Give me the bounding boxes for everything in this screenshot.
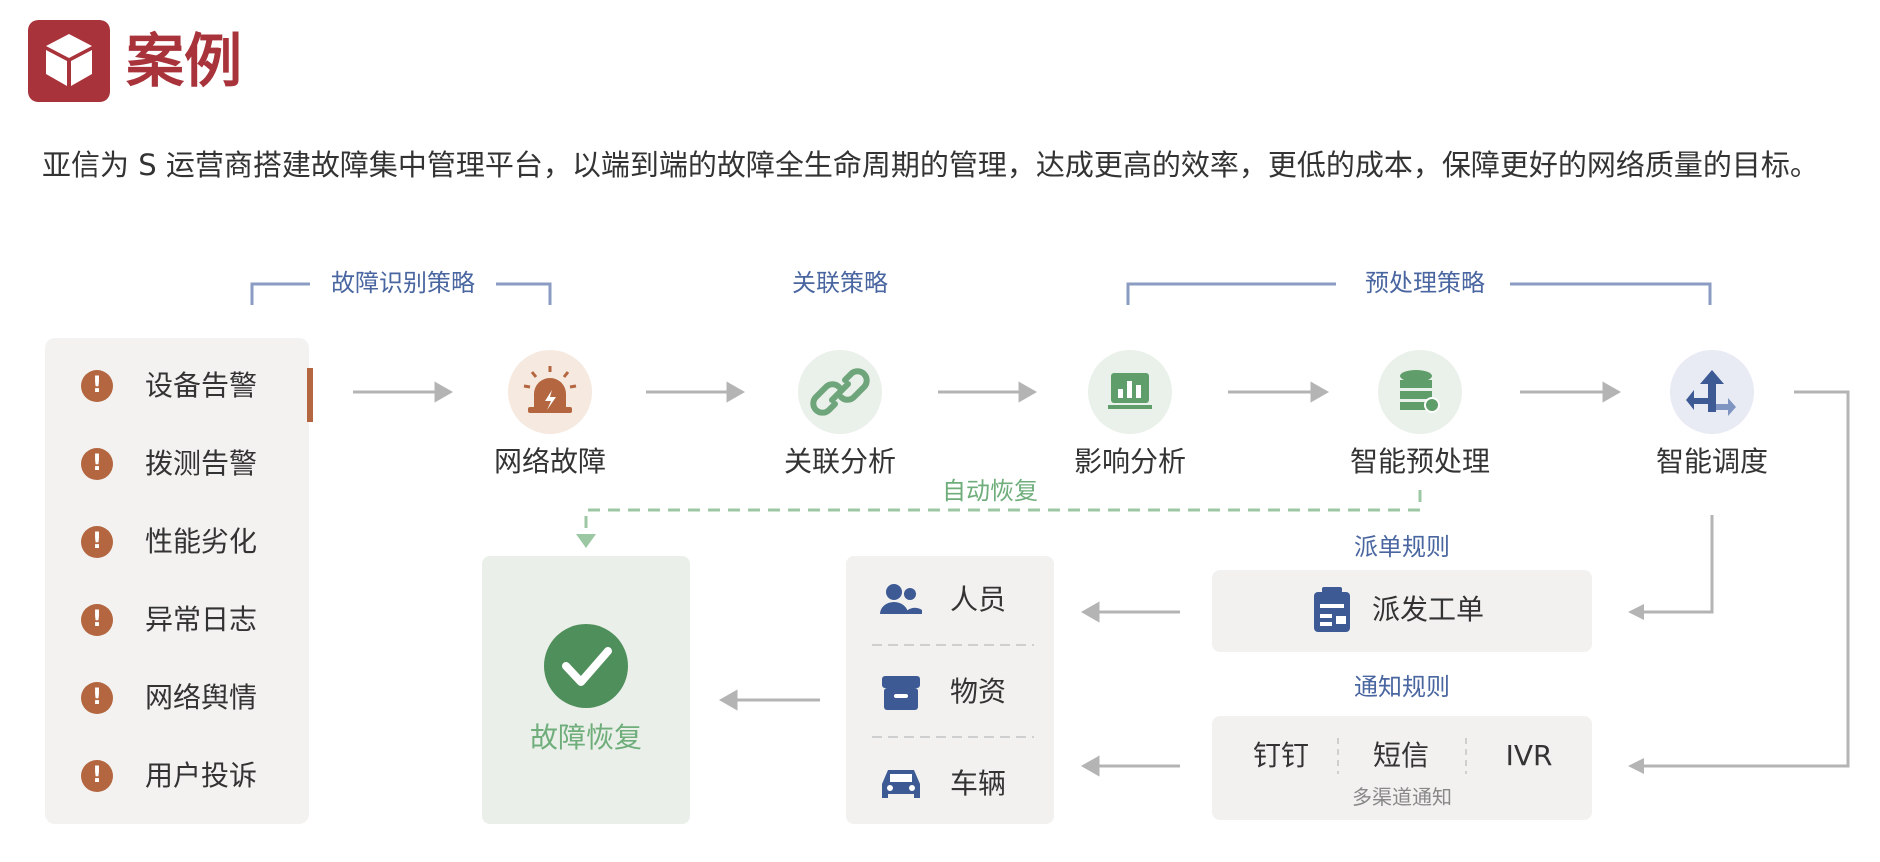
- node-preprocess-label: 智能预处理: [1349, 445, 1490, 478]
- resource-label: 物资: [950, 675, 1007, 708]
- route-arrows-icon: [1686, 370, 1736, 416]
- exclamation-icon: !: [81, 370, 113, 402]
- alert-label: 异常日志: [145, 603, 258, 636]
- page-title: 案例: [126, 27, 243, 95]
- resource-label: 车辆: [950, 767, 1007, 800]
- ticket-label: 派发工单: [1372, 593, 1485, 626]
- channel-sms: 短信: [1372, 739, 1429, 772]
- alert-label: 拨测告警: [145, 447, 258, 480]
- alert-item: ! 设备告警: [45, 356, 307, 416]
- box-icon: [882, 676, 920, 710]
- dispatch-rule-label: 派单规则: [1354, 533, 1450, 561]
- node-correlation-label: 关联分析: [783, 445, 896, 478]
- alarm-light-icon: [523, 366, 577, 413]
- cube-logo-icon: [28, 20, 110, 102]
- check-circle-icon: [544, 624, 628, 708]
- node-dispatch-label: 智能调度: [1655, 445, 1768, 478]
- alert-label: 网络舆情: [145, 681, 258, 714]
- recovered-label: 故障恢复: [529, 721, 642, 754]
- exclamation-icon: !: [81, 760, 113, 792]
- intro-paragraph: 亚信为 S 运营商搭建故障集中管理平台，以端到端的故障全生命周期的管理，达成更高…: [42, 148, 1819, 182]
- alert-label: 用户投诉: [145, 759, 258, 792]
- strategy-preprocess-label: 预处理策略: [1365, 269, 1485, 297]
- people-icon: [880, 584, 922, 614]
- alert-label: 设备告警: [145, 369, 258, 402]
- alert-item: ! 用户投诉: [45, 746, 307, 806]
- database-icon: [1400, 370, 1440, 413]
- link-icon: [810, 368, 870, 416]
- channel-ivr: IVR: [1505, 739, 1553, 772]
- resource-label: 人员: [950, 583, 1007, 616]
- exclamation-icon: !: [81, 604, 113, 636]
- chart-board-icon: [1108, 373, 1152, 409]
- resource-item: 人员: [850, 570, 1050, 630]
- alert-item: ! 异常日志: [45, 590, 307, 650]
- auto-recover-label: 自动恢复: [942, 477, 1038, 505]
- node-network-fault-label: 网络故障: [493, 445, 606, 478]
- exclamation-icon: !: [81, 682, 113, 714]
- strategy-identify-label: 故障识别策略: [331, 269, 475, 297]
- channels-caption: 多渠道通知: [1352, 785, 1452, 809]
- exclamation-icon: !: [81, 448, 113, 480]
- node-impact-label: 影响分析: [1073, 445, 1186, 478]
- alert-item: ! 性能劣化: [45, 512, 307, 572]
- resource-item: 物资: [850, 662, 1050, 722]
- alert-item: ! 拨测告警: [45, 434, 307, 494]
- alert-item: ! 网络舆情: [45, 668, 307, 728]
- exclamation-icon: !: [81, 526, 113, 558]
- strategy-correlate-label: 关联策略: [792, 269, 888, 297]
- notify-rule-label: 通知规则: [1354, 673, 1450, 701]
- car-icon: [882, 770, 920, 798]
- alert-label: 性能劣化: [145, 525, 258, 558]
- resource-item: 车辆: [850, 754, 1050, 814]
- channel-dingtalk: 钉钉: [1252, 739, 1309, 772]
- clipboard-icon: [1314, 587, 1350, 632]
